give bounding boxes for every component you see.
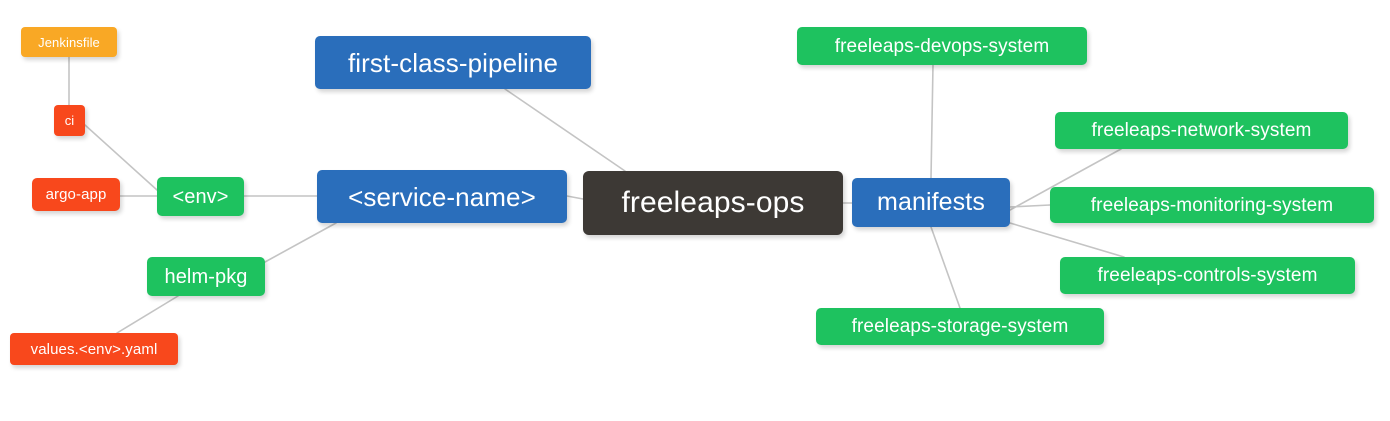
node-label: freeleaps-storage-system bbox=[851, 316, 1069, 337]
node-label: Jenkinsfile bbox=[38, 34, 100, 50]
node-network-system[interactable]: freeleaps-network-system bbox=[1055, 112, 1348, 149]
node-ci[interactable]: ci bbox=[54, 105, 85, 136]
node-label: first-class-pipeline bbox=[347, 47, 559, 78]
node-devops-system[interactable]: freeleaps-devops-system bbox=[797, 27, 1087, 65]
node-label: freeleaps-monitoring-system bbox=[1090, 194, 1334, 216]
node-label: freeleaps-ops bbox=[621, 186, 805, 219]
node-label: <service-name> bbox=[348, 181, 536, 212]
node-label: freeleaps-controls-system bbox=[1097, 265, 1318, 286]
edge-values-yaml-to-helm-pkg bbox=[116, 295, 179, 334]
node-values-yaml[interactable]: values.<env>.yaml bbox=[10, 333, 178, 365]
node-label: ci bbox=[64, 113, 75, 128]
node-jenkinsfile[interactable]: Jenkinsfile bbox=[21, 27, 117, 57]
node-label: manifests bbox=[877, 188, 985, 216]
node-controls-system[interactable]: freeleaps-controls-system bbox=[1060, 257, 1355, 294]
node-monitoring-system[interactable]: freeleaps-monitoring-system bbox=[1050, 187, 1374, 223]
edge-first-class-pipeline-to-freeleaps-ops bbox=[504, 88, 626, 172]
edge-manifests-to-controls-system bbox=[1009, 222, 1125, 258]
node-label: freeleaps-devops-system bbox=[834, 35, 1050, 57]
node-argo-app[interactable]: argo-app bbox=[32, 178, 120, 211]
node-label: <env> bbox=[172, 185, 229, 208]
node-first-class-pipeline[interactable]: first-class-pipeline bbox=[315, 36, 591, 89]
node-label: freeleaps-network-system bbox=[1091, 120, 1312, 141]
node-label: values.<env>.yaml bbox=[30, 340, 158, 358]
node-helm-pkg[interactable]: helm-pkg bbox=[147, 257, 265, 296]
node-freeleaps-ops[interactable]: freeleaps-ops bbox=[583, 171, 843, 235]
edge-manifests-to-storage-system bbox=[930, 226, 961, 309]
edge-helm-pkg-to-service-name bbox=[264, 222, 337, 263]
node-manifests[interactable]: manifests bbox=[852, 178, 1010, 227]
node-storage-system[interactable]: freeleaps-storage-system bbox=[816, 308, 1104, 345]
edge-manifests-to-devops-system bbox=[930, 64, 934, 179]
edge-service-name-to-freeleaps-ops bbox=[566, 195, 584, 200]
edge-manifests-to-monitoring-system bbox=[1009, 204, 1051, 208]
node-env[interactable]: <env> bbox=[157, 177, 244, 216]
node-label: argo-app bbox=[45, 186, 107, 203]
node-service-name[interactable]: <service-name> bbox=[317, 170, 567, 223]
node-label: helm-pkg bbox=[164, 265, 248, 288]
